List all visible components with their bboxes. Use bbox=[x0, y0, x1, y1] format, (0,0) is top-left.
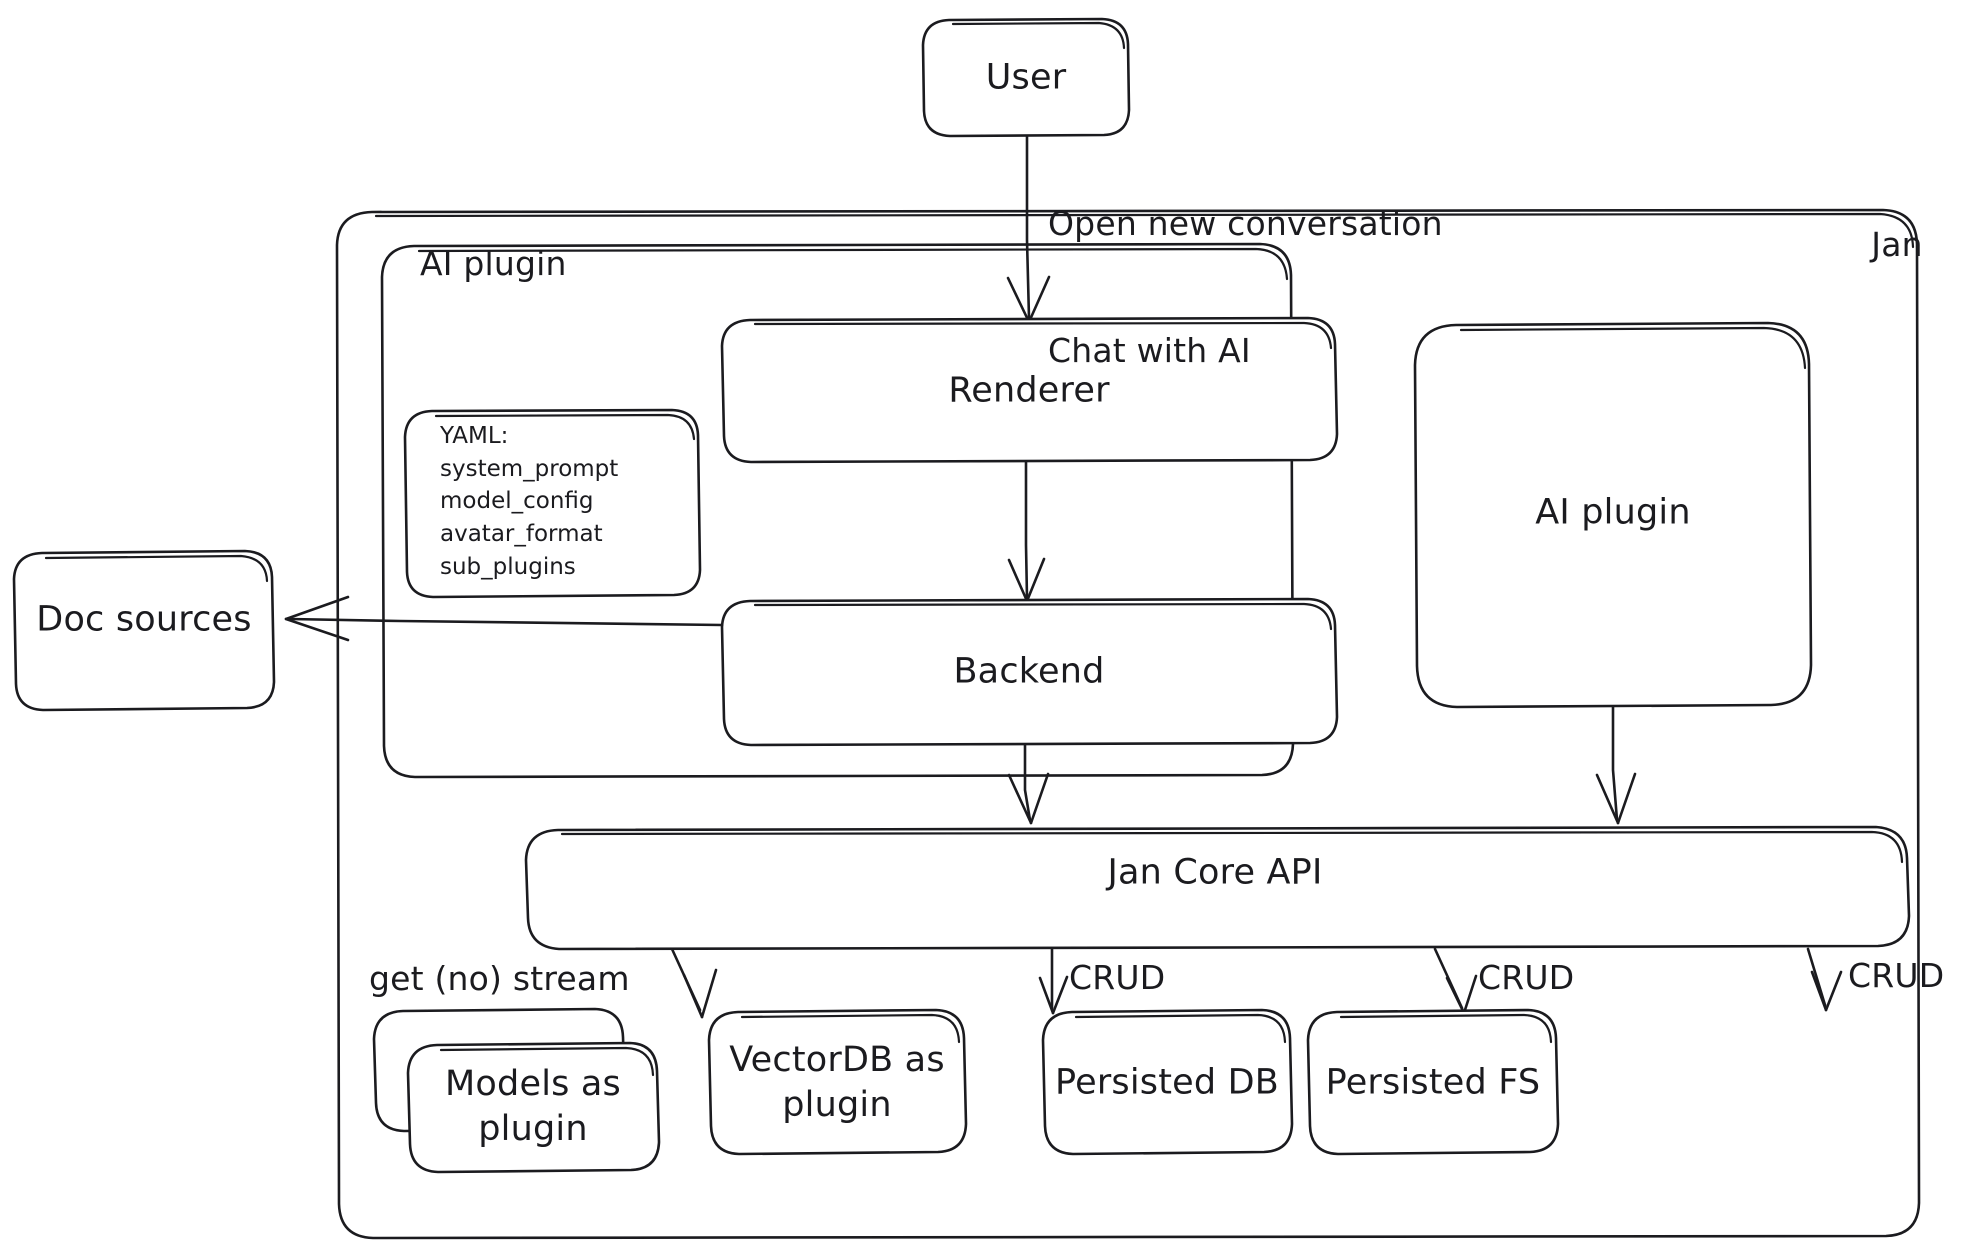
yaml-item-avatar-format: avatar_format bbox=[440, 520, 603, 547]
persisted-fs-label: Persisted FS bbox=[1325, 1062, 1541, 1103]
vectordb-plugin-box-shape bbox=[707, 1008, 968, 1156]
renderer-node-label: Renderer bbox=[948, 370, 1110, 411]
edge-label-line-2: Chat with AI bbox=[1048, 331, 1251, 371]
doc-sources-box-shape bbox=[12, 549, 276, 712]
persisted-fs-box-shape bbox=[1306, 1008, 1560, 1156]
edge-ai-plugin-to-core bbox=[1595, 705, 1637, 825]
yaml-card: YAML: system_prompt model_config avatar_… bbox=[440, 420, 618, 583]
edge-label-crud-vectordb: CRUD bbox=[1069, 958, 1166, 997]
edge-user-to-renderer bbox=[1006, 135, 1051, 324]
persisted-db-label: Persisted DB bbox=[1055, 1062, 1279, 1103]
edge-core-to-models bbox=[670, 947, 718, 1019]
backend-box-shape bbox=[720, 597, 1339, 747]
ai-plugin-right-label: AI plugin bbox=[1535, 492, 1691, 533]
edge-label-get-no-stream: get (no) stream bbox=[369, 959, 630, 998]
yaml-item-model-config: model_config bbox=[440, 488, 594, 515]
user-box-shape bbox=[921, 17, 1131, 138]
ai-plugin-group-label: AI plugin bbox=[420, 244, 567, 283]
edge-label-open-conversation: Open new conversation Chat with AI bbox=[1048, 119, 1443, 457]
edge-renderer-to-backend bbox=[1007, 460, 1046, 603]
edge-core-to-persisted-db bbox=[1433, 947, 1478, 1015]
edge-core-to-persisted-fs bbox=[1806, 947, 1843, 1012]
yaml-card-shape bbox=[403, 408, 702, 599]
vectordb-plugin-label: VectorDB as plugin bbox=[729, 1040, 945, 1125]
doc-sources-label: Doc sources bbox=[36, 599, 252, 640]
edge-label-crud-persisted-db: CRUD bbox=[1478, 958, 1575, 997]
user-node-label: User bbox=[985, 57, 1067, 98]
yaml-item-system-prompt: system_prompt bbox=[440, 455, 619, 482]
edge-label-crud-persisted-fs: CRUD bbox=[1848, 956, 1945, 995]
models-plugin-label: Models as plugin bbox=[445, 1064, 621, 1149]
models-plugin-box-shape bbox=[372, 1007, 661, 1174]
yaml-item-sub-plugins: sub_plugins bbox=[440, 553, 576, 580]
backend-node-label: Backend bbox=[953, 651, 1105, 692]
edge-core-to-vectordb bbox=[1038, 947, 1069, 1015]
yaml-card-title: YAML: bbox=[440, 423, 509, 449]
jan-container-label: Jan bbox=[1871, 225, 1923, 264]
edge-label-line-1: Open new conversation bbox=[1048, 204, 1443, 244]
ai-plugin-right-box-shape bbox=[1413, 321, 1813, 709]
persisted-db-box-shape bbox=[1041, 1008, 1294, 1156]
renderer-box-shape bbox=[720, 316, 1339, 464]
jan-core-api-label: Jan Core API bbox=[1107, 852, 1323, 893]
jan-core-api-box-shape bbox=[524, 825, 1911, 951]
edge-backend-to-core bbox=[1007, 743, 1050, 825]
edge-backend-to-doc-sources bbox=[284, 595, 724, 642]
